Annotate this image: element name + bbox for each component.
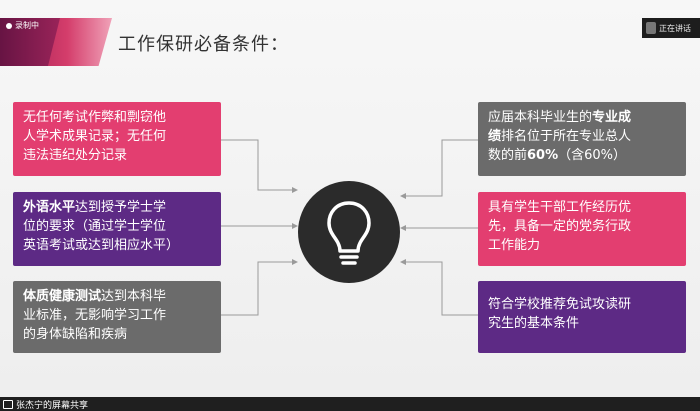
- box-line: 人学术成果记录；无任何: [23, 129, 167, 144]
- condition-box-health: 体质健康测试达到本科毕 业标准，无影响学习工作 的身体缺陷和疾病: [13, 281, 221, 353]
- box-line: 工作能力: [488, 238, 541, 253]
- box-line: 达到本科毕: [101, 289, 167, 304]
- record-label: 录制中: [15, 21, 39, 30]
- box-line: 先，具备一定的党务行政: [488, 219, 632, 234]
- slide: 录制中 工作保研必备条件： 正在讲话 无任何考试作弊和剽窃他 人学术成果记录；无…: [0, 0, 700, 397]
- screen-share-label: 张杰宁的屏幕共享: [16, 400, 89, 411]
- box-line: 位的要求（通过学士学位: [23, 219, 167, 234]
- box-bold: 60%: [527, 148, 559, 163]
- connector-lines: [221, 139, 478, 316]
- recording-indicator: 录制中: [6, 20, 39, 31]
- condition-box-language: 外语水平达到授予学士学 位的要求（通过学士学位 英语考试或达到相应水平）: [13, 192, 221, 266]
- box-line: 应届本科毕业生的: [488, 110, 593, 125]
- box-line: 违法违纪处分记录: [23, 148, 128, 163]
- speaker-panel[interactable]: 正在讲话: [642, 18, 700, 38]
- screen-share-bar[interactable]: 张杰宁的屏幕共享: [0, 397, 700, 411]
- condition-box-school-recommend: 符合学校推荐免试攻读研 究生的基本条件: [478, 281, 686, 353]
- condition-box-no-misconduct: 无任何考试作弊和剽窃他 人学术成果记录；无任何 违法违纪处分记录: [13, 102, 221, 176]
- box-line: 业标准，无影响学习工作: [23, 308, 167, 323]
- condition-box-gpa-rank: 应届本科毕业生的专业成 绩排名位于所在专业总人 数的前60%（含60%）: [478, 102, 686, 176]
- box-line: 具有学生干部工作经历优: [488, 200, 632, 215]
- box-line: 达到授予学士学: [75, 200, 167, 215]
- slide-title: 工作保研必备条件：: [118, 34, 289, 55]
- speaker-avatar-icon: [646, 22, 656, 34]
- box-line: 的身体缺陷和疾病: [23, 327, 128, 342]
- box-line: 排名位于所在专业总人: [501, 129, 632, 144]
- box-line: 数的前: [488, 148, 528, 163]
- lightbulb-icon: [327, 201, 371, 265]
- screen-share-icon: [3, 399, 13, 409]
- box-line: 究生的基本条件: [488, 316, 580, 331]
- box-line: 英语考试或达到相应水平）: [23, 238, 180, 253]
- box-bold: 专业成: [592, 110, 632, 125]
- box-bold: 外语水平: [23, 200, 76, 215]
- speaker-label: 正在讲话: [659, 23, 691, 33]
- record-icon: [6, 22, 12, 29]
- box-bold: 体质健康测试: [23, 289, 102, 304]
- condition-box-cadre-experience: 具有学生干部工作经历优 先，具备一定的党务行政 工作能力: [478, 192, 686, 266]
- center-circle: [298, 181, 400, 283]
- box-line: 无任何考试作弊和剽窃他: [23, 110, 167, 125]
- box-bold: 绩: [488, 129, 502, 144]
- box-line: （含60%）: [558, 148, 627, 163]
- box-line: 符合学校推荐免试攻读研: [488, 297, 632, 312]
